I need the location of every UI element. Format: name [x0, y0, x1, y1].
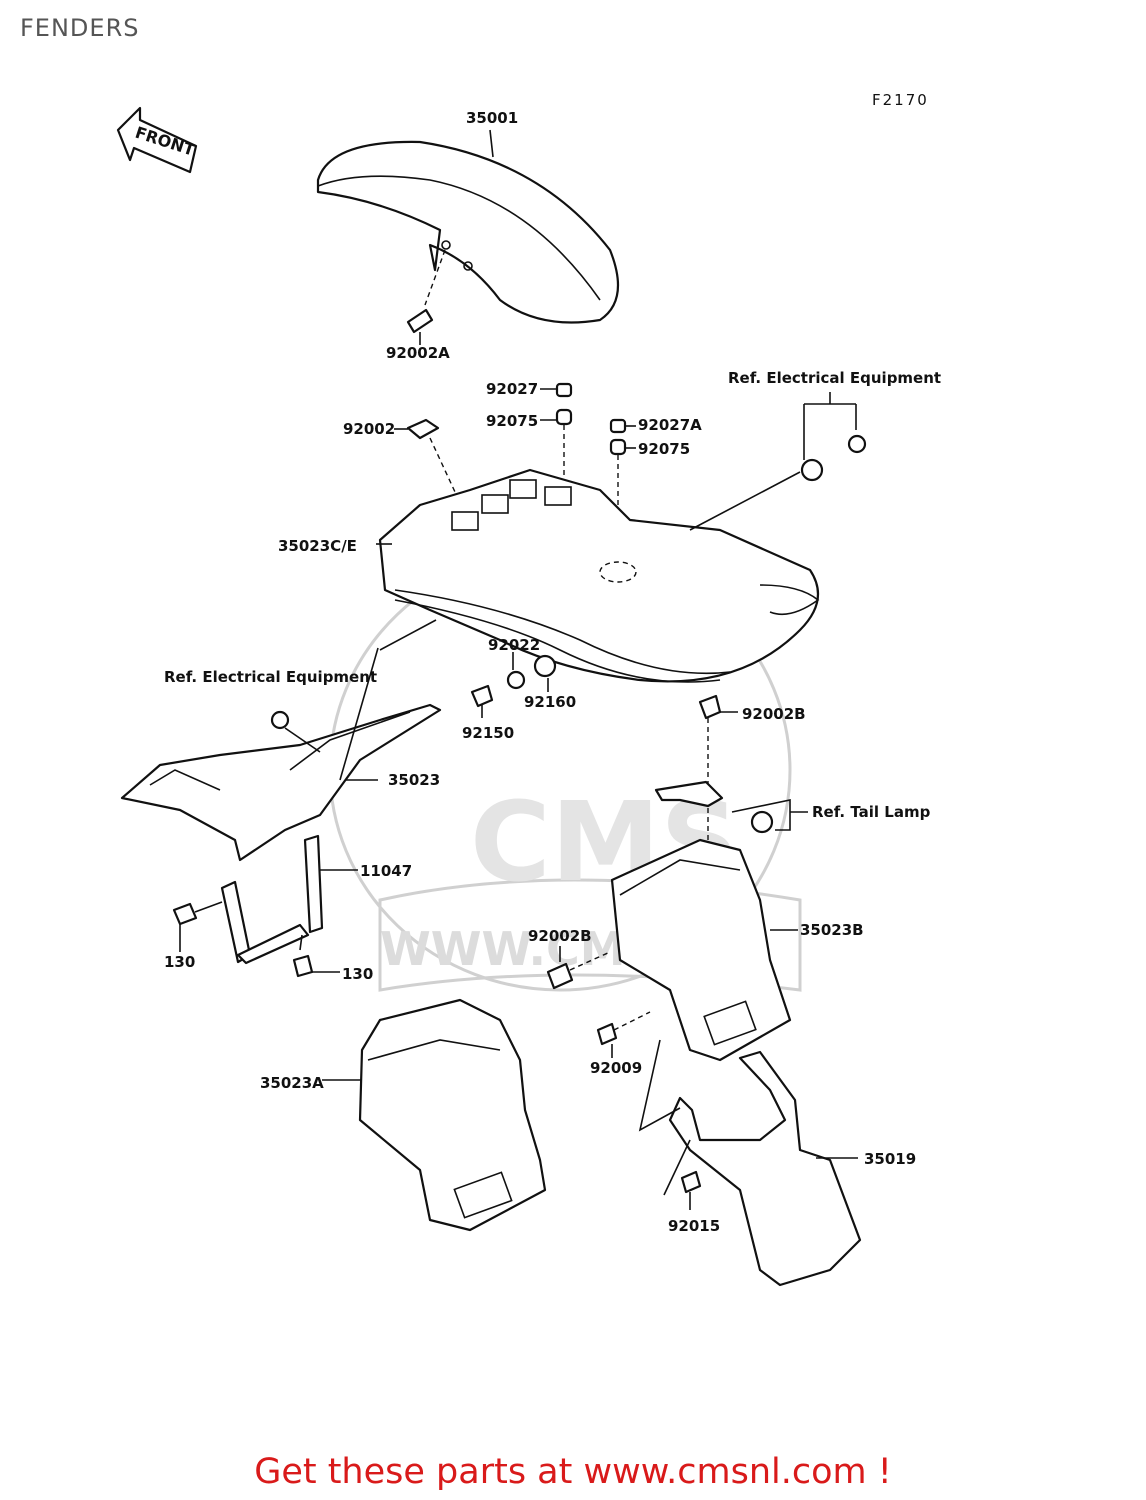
label-92150[interactable]: 92150: [462, 724, 515, 742]
promo-banner-link[interactable]: Get these parts at www.cmsnl.com !: [254, 1452, 892, 1492]
front-fender-35001: [316, 129, 620, 345]
label-130-b[interactable]: 130: [342, 965, 374, 983]
label-35023A[interactable]: 35023A: [260, 1074, 324, 1092]
label-35023B[interactable]: 35023B: [800, 921, 864, 939]
label-130-a[interactable]: 130: [164, 953, 196, 971]
label-35023ce[interactable]: 35023C/E: [278, 537, 357, 555]
label-92015[interactable]: 92015: [668, 1217, 721, 1235]
figure-code: F2170: [872, 91, 929, 109]
label-92027A[interactable]: 92027A: [638, 416, 702, 434]
label-92075-a[interactable]: 92075: [486, 412, 539, 430]
tail-lamp-bracket: [654, 694, 808, 850]
label-35019[interactable]: 35019: [864, 1150, 917, 1168]
rear-fender-35023b: [546, 838, 798, 1062]
label-ref-electrical-top[interactable]: Ref. Electrical Equipment: [728, 369, 942, 387]
label-92075-b[interactable]: 92075: [638, 440, 691, 458]
rear-fender-35023ce: [376, 468, 820, 683]
label-92027[interactable]: 92027: [486, 380, 539, 398]
label-92002B-mid[interactable]: 92002B: [528, 927, 592, 945]
front-arrow-icon: FRONT: [116, 106, 198, 174]
label-35023[interactable]: 35023: [388, 771, 441, 789]
under-tray-35023: [120, 619, 442, 862]
bracket-11047: [172, 834, 358, 978]
label-92022[interactable]: 92022: [488, 636, 541, 654]
ref-electrical-top: [689, 392, 867, 531]
label-35001[interactable]: 35001: [466, 109, 519, 127]
label-ref-electrical-left[interactable]: Ref. Electrical Equipment: [164, 668, 378, 686]
label-92160[interactable]: 92160: [524, 693, 577, 711]
page-title: FENDERS: [20, 14, 140, 42]
label-11047[interactable]: 11047: [360, 862, 413, 880]
fasteners-top: [394, 382, 636, 521]
fasteners-mid: [470, 652, 557, 718]
label-ref-tail-lamp[interactable]: Ref. Tail Lamp: [812, 803, 931, 821]
label-92002A[interactable]: 92002A: [386, 344, 450, 362]
label-92002B-top[interactable]: 92002B: [742, 705, 806, 723]
rear-fender-35019: [638, 1039, 862, 1287]
label-92009[interactable]: 92009: [590, 1059, 643, 1077]
rear-fender-35023a: [322, 998, 547, 1232]
label-92002[interactable]: 92002: [343, 420, 396, 438]
watermark-url: WWW.CMS: [380, 922, 659, 976]
